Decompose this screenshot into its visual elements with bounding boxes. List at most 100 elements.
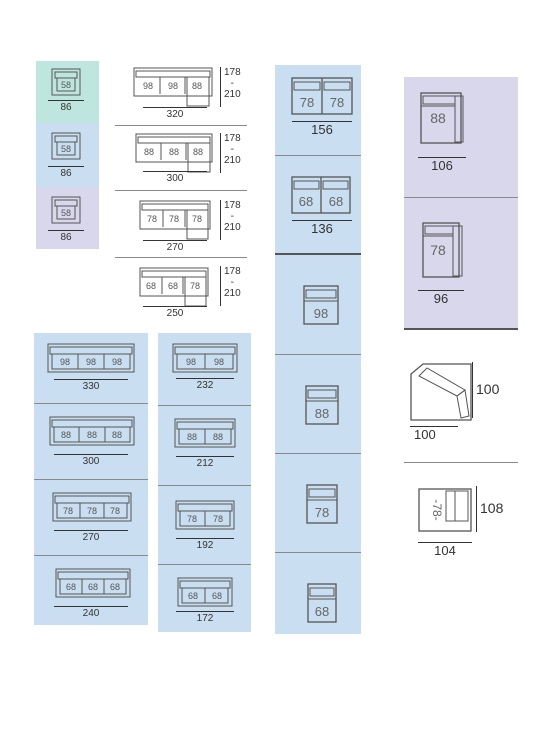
armchair-option[interactable]: 58 86 — [36, 187, 99, 249]
module-option[interactable]: 78 78 156 — [275, 65, 361, 155]
module-option[interactable]: 78 — [275, 454, 361, 552]
width-dimension: 300 — [143, 171, 207, 184]
depth-dimension: 108 — [476, 486, 503, 532]
seat-label: 78 — [192, 214, 202, 224]
armchair-column: 58 86 58 86 58 86 — [36, 61, 99, 249]
sofa-icon: 68 68 — [177, 577, 233, 607]
width-dimension: 240 — [54, 606, 128, 619]
module-icon: 78 — [306, 484, 338, 524]
chaise-end-module[interactable]: -78- 108 104 — [404, 470, 518, 570]
width-dimension: 300 — [54, 454, 128, 467]
divider — [34, 479, 148, 480]
seat-label: 88 — [169, 147, 179, 157]
divider — [275, 155, 361, 156]
width-dimension: 192 — [176, 538, 234, 551]
divider — [115, 125, 247, 126]
width-dimension: 86 — [48, 230, 84, 243]
module-column: 78 78 156 68 68 136 98 — [275, 65, 361, 634]
width-dimension: 270 — [54, 530, 128, 543]
armchair-option[interactable]: 58 86 — [36, 61, 99, 123]
seat-label: 78 — [147, 214, 157, 224]
divider — [158, 485, 251, 486]
seat-label: 88 — [430, 110, 446, 126]
width-dimension: 232 — [176, 378, 234, 391]
two-seater-option[interactable]: 88 88 212 — [158, 406, 251, 485]
chaise-sofa-option[interactable]: 78 78 78 178 - 210 270 — [115, 191, 247, 257]
end-module-icon: 78 — [422, 222, 466, 278]
width-dimension: 212 — [176, 456, 234, 469]
chaise-sofa-column: 98 98 88 178 - 210 320 88 88 88 — [115, 60, 247, 325]
divider — [275, 354, 361, 355]
seat-label: 78 — [330, 95, 344, 110]
end-module-column: 88 106 78 96 — [404, 77, 518, 330]
chaise-sofa-icon: 68 68 78 — [139, 266, 211, 308]
seat-label: 68 — [315, 604, 329, 619]
chaise-sofa-option[interactable]: 68 68 78 178 - 210 250 — [115, 258, 247, 325]
seat-label: 78 — [169, 214, 179, 224]
armchair-icon: 58 — [51, 132, 81, 160]
seat-label: 98 — [214, 357, 224, 367]
armchair-icon: 58 — [51, 196, 81, 224]
module-option[interactable]: 68 — [275, 553, 361, 634]
seat-label: 98 — [314, 306, 328, 321]
seat-label: 58 — [61, 144, 71, 154]
module-option[interactable]: 88 — [275, 355, 361, 453]
three-seater-option[interactable]: 78 78 78 270 — [34, 480, 148, 555]
armchair-icon: 58 — [51, 68, 81, 96]
sofa-icon: 78 78 78 — [52, 492, 132, 522]
divider — [275, 552, 361, 553]
chaise-sofa-option[interactable]: 98 98 88 178 - 210 320 — [115, 60, 247, 125]
three-seater-option[interactable]: 68 68 68 240 — [34, 556, 148, 625]
module-option[interactable]: 68 68 136 — [275, 156, 361, 253]
sofa-icon: 98 98 — [172, 343, 238, 373]
sofa-icon: 68 68 68 — [55, 568, 131, 598]
end-module-option[interactable]: 88 106 — [404, 77, 518, 197]
seat-label: 98 — [60, 357, 70, 367]
seat-label: 88 — [61, 430, 71, 440]
seat-label: 78 — [110, 506, 120, 516]
seat-label: 78 — [187, 514, 197, 524]
seat-label: 78 — [430, 242, 446, 258]
corner-module[interactable]: 100 100 — [404, 352, 518, 452]
module-icon: 88 — [305, 385, 339, 425]
two-seater-column: 98 98 232 88 88 212 78 — [158, 333, 251, 632]
divider — [34, 403, 148, 404]
end-module-icon: 88 — [420, 92, 466, 144]
seat-label: 78 — [87, 506, 97, 516]
width-dimension: 100 — [410, 426, 458, 442]
width-dimension: 106 — [418, 157, 466, 173]
depth-dimension: 178 - 210 — [220, 67, 241, 107]
seat-label: 58 — [61, 208, 71, 218]
three-seater-option[interactable]: 98 98 98 330 — [34, 333, 148, 403]
module-icon: 68 68 — [291, 176, 351, 214]
divider — [115, 257, 247, 258]
width-dimension: 250 — [143, 306, 207, 319]
width-dimension: 156 — [292, 121, 352, 137]
width-dimension: 96 — [418, 290, 464, 306]
seat-label: 88 — [87, 430, 97, 440]
two-seater-option[interactable]: 98 98 232 — [158, 333, 251, 405]
two-seater-option[interactable]: 68 68 172 — [158, 565, 251, 632]
module-option[interactable]: 98 — [275, 255, 361, 354]
end-module-option[interactable]: 78 96 — [404, 198, 518, 328]
seat-label: 98 — [168, 81, 178, 91]
width-dimension: 270 — [143, 240, 207, 253]
armchair-option[interactable]: 58 86 — [36, 123, 99, 187]
seat-label: 78 — [315, 505, 329, 520]
chaise-sofa-option[interactable]: 88 88 88 178 - 210 300 — [115, 126, 247, 190]
seat-label: 68 — [66, 582, 76, 592]
seat-label: 58 — [61, 80, 71, 90]
seat-label: -78- — [430, 499, 444, 520]
seat-label: 88 — [187, 432, 197, 442]
sofa-icon: 78 78 — [175, 500, 235, 530]
depth-dimension: 178 - 210 — [220, 266, 241, 306]
seat-label: 88 — [112, 430, 122, 440]
width-dimension: 86 — [48, 100, 84, 113]
chaise-sofa-icon: 78 78 78 — [139, 199, 213, 241]
two-seater-option[interactable]: 78 78 192 — [158, 486, 251, 564]
seat-label: 68 — [212, 591, 222, 601]
three-seater-option[interactable]: 88 88 88 300 — [34, 404, 148, 479]
width-dimension: 330 — [54, 379, 128, 392]
width-dimension: 104 — [418, 542, 472, 558]
divider — [115, 190, 247, 191]
